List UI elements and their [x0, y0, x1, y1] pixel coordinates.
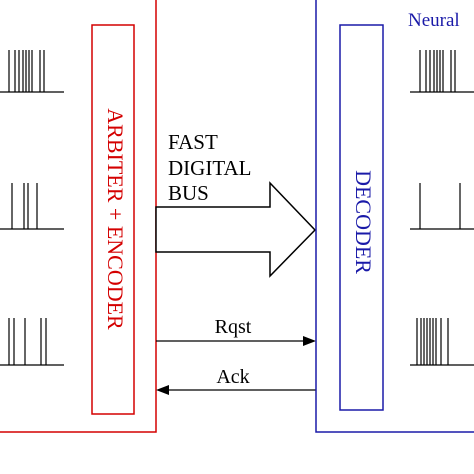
acknowledge-arrow-head: [156, 385, 169, 395]
bus-label-line-3: BUS: [168, 181, 209, 205]
encoder-label: ARBITER + ENCODER: [103, 108, 128, 330]
decoder-box: [339, 24, 384, 411]
receiver-spike-train-1: [410, 50, 474, 93]
acknowledge-label: Ack: [216, 366, 249, 388]
sender-spike-train-2: [0, 183, 64, 230]
receiver-spike-train-3: [410, 318, 474, 366]
receiver-spike-train-2: [410, 183, 474, 230]
request-label: Rqst: [215, 316, 252, 338]
fast-digital-bus-arrow: [155, 181, 317, 278]
sender-spike-train-1: [0, 50, 64, 93]
bus-label-line-1: FAST: [168, 130, 218, 154]
receiver-box: [315, 0, 474, 433]
request-arrow-head: [303, 336, 316, 346]
sender-spike-train-3: [0, 318, 64, 366]
encoder-box: [91, 24, 135, 415]
decoder-label: DECODER: [351, 170, 376, 274]
bus-label-line-2: DIGITAL: [168, 156, 251, 180]
receiver-title: Neural: [408, 10, 460, 31]
